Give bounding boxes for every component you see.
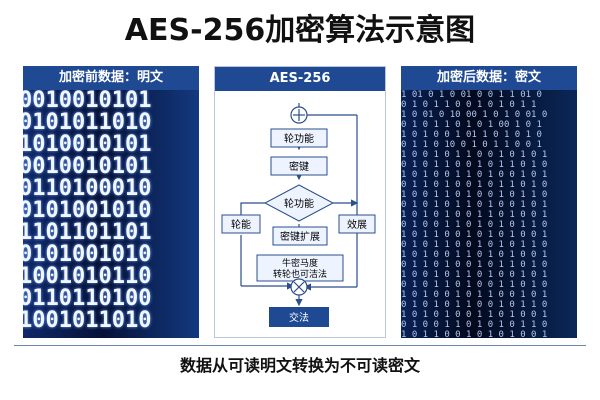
matrix-line: 0 1 0 1 1 0 0 1 0 1 0 1 1 [401, 100, 537, 110]
page-title: AES-256加密算法示意图 [124, 13, 476, 48]
output-label: 交法 [289, 311, 309, 324]
matrix-line: 0 1 0 1 1 0 1 0 0 1 1 0 1 0 [401, 280, 548, 290]
aes-diagram-panel: AES-256 [214, 66, 386, 338]
ciphertext-panel: 加密后数据：密文 1 01 0 1 0 01 0 0 1 1 01 0 0 1 … [401, 66, 577, 338]
binary-line: 0101001010 [23, 198, 152, 223]
binary-line: 0101011010 [23, 110, 152, 135]
aes-diagram-frame: AES-256 [214, 66, 386, 338]
round-function-box [270, 128, 328, 148]
aes-header: AES-256 [215, 67, 385, 91]
divider-line [14, 345, 586, 346]
left-box [221, 214, 261, 234]
matrix-line: 0 1 0 0 1 1 0 1 0 1 0 1 1 0 [401, 220, 548, 230]
decision-diamond [263, 184, 335, 222]
matrix-line: 1 01 0 1 0 01 0 0 1 1 01 0 [401, 90, 542, 100]
matrix-line: 1 0 1 0 0 1 0 1 1 0 0 1 0 1 [401, 290, 548, 300]
binary-line: 0110110100 [23, 286, 152, 311]
plaintext-panel: 加密前数据：明文 0010010101 0101011010 101001010… [23, 66, 199, 338]
matrix-line: 0 1 0 1 0 1 1 0 1 0 0 1 0 1 [401, 200, 548, 210]
key-label: 密键 [289, 160, 309, 173]
matrix-line: 0 1 1 0 1 0 0 1 0 1 1 0 1 0 [401, 180, 548, 190]
matrix-line: 1 0 1 0 0 1 01 1 0 1 0 1 0 [401, 130, 542, 140]
right-box-label: 效展 [347, 218, 367, 231]
matrix-line: 1 0 1 0 0 1 1 0 1 0 1 0 0 1 [401, 250, 548, 260]
matrix-line: 1 0 1 0 0 1 1 0 1 0 0 1 0 1 [401, 170, 548, 180]
binary-line: 1001011010 [23, 308, 152, 333]
matrix-line: 0 1 0 1 1 0 0 1 0 1 0 1 1 0 [401, 240, 548, 250]
bottom-line-2: 转轮也可洁法 [273, 268, 327, 280]
binary-line: 1101101101 [23, 220, 152, 245]
matrix-line: 1 0 1 1 0 0 1 0 1 0 1 0 0 1 [401, 330, 548, 338]
binary-line: 0010010101 [23, 90, 152, 113]
matrix-line: 0 1 0 1 1 0 0 1 0 1 1 0 1 0 [401, 160, 548, 170]
round-function-label: 轮功能 [284, 132, 314, 145]
decision-label: 轮功能 [284, 197, 314, 210]
binary-line: 1010010101 [23, 132, 152, 157]
matrix-line: 1 0 0 1 1 0 1 0 0 1 0 1 1 0 [401, 190, 548, 200]
matrix-line: 0 1 1 0 1 0 0 1 0 1 1 0 1 0 [401, 260, 548, 270]
key-box [270, 156, 328, 176]
aes-flowchart: 轮功能 密键 轮功能 轮能 密键扩展 效展 牛密马度 转轮也可洁法 交法 [221, 103, 376, 327]
bottom-line-1: 牛密马度 [282, 257, 318, 269]
ciphertext-matrix-display: 1 01 0 1 0 01 0 0 1 1 01 0 0 1 0 1 1 0 0… [401, 90, 577, 338]
matrix-line: 1 0 0 1 0 1 1 0 1 0 0 1 0 1 [401, 270, 548, 280]
binary-line: 0101001010 [23, 242, 152, 267]
plaintext-header: 加密前数据：明文 [23, 66, 199, 90]
plaintext-binary-display: 0010010101 0101011010 1010010101 0010010… [23, 90, 199, 338]
matrix-line: 1 0 1 0 1 0 0 1 1 0 1 0 0 1 [401, 310, 548, 320]
right-box [338, 214, 376, 234]
matrix-line: 1 0 01 0 10 00 1 0 1 0 01 0 [401, 110, 548, 120]
binary-line: 1001010110 [23, 264, 152, 289]
matrix-line: 1 0 1 1 0 0 1 0 1 0 1 0 0 1 [401, 230, 548, 240]
ciphertext-header: 加密后数据：密文 [401, 66, 577, 90]
binary-line: 0110100010 [23, 176, 152, 201]
binary-line: 0010010101 [23, 154, 152, 179]
matrix-line: 1 0 0 1 0 1 1 0 0 1 0 1 0 1 [401, 150, 548, 160]
matrix-line: 0 1 0 1 0 1 1 0 0 1 0 1 1 0 [401, 300, 548, 310]
matrix-line: 0 1 0 0 1 1 0 1 0 1 0 1 1 0 [401, 320, 548, 330]
footer-caption: 数据从可读明文转换为不可读密文 [179, 356, 420, 375]
matrix-line: 1 0 1 0 1 0 0 1 1 0 1 0 0 1 [401, 210, 548, 220]
matrix-line: 0 1 1 0 10 0 1 0 1 1 0 0 1 [401, 140, 542, 150]
left-box-label: 轮能 [231, 218, 251, 231]
key-expand-box [272, 226, 328, 246]
key-expand-label: 密键扩展 [280, 230, 320, 243]
output-box [269, 307, 329, 327]
matrix-line: 0 1 0 1 1 0 1 0 1 00 1 0 1 [401, 120, 542, 130]
